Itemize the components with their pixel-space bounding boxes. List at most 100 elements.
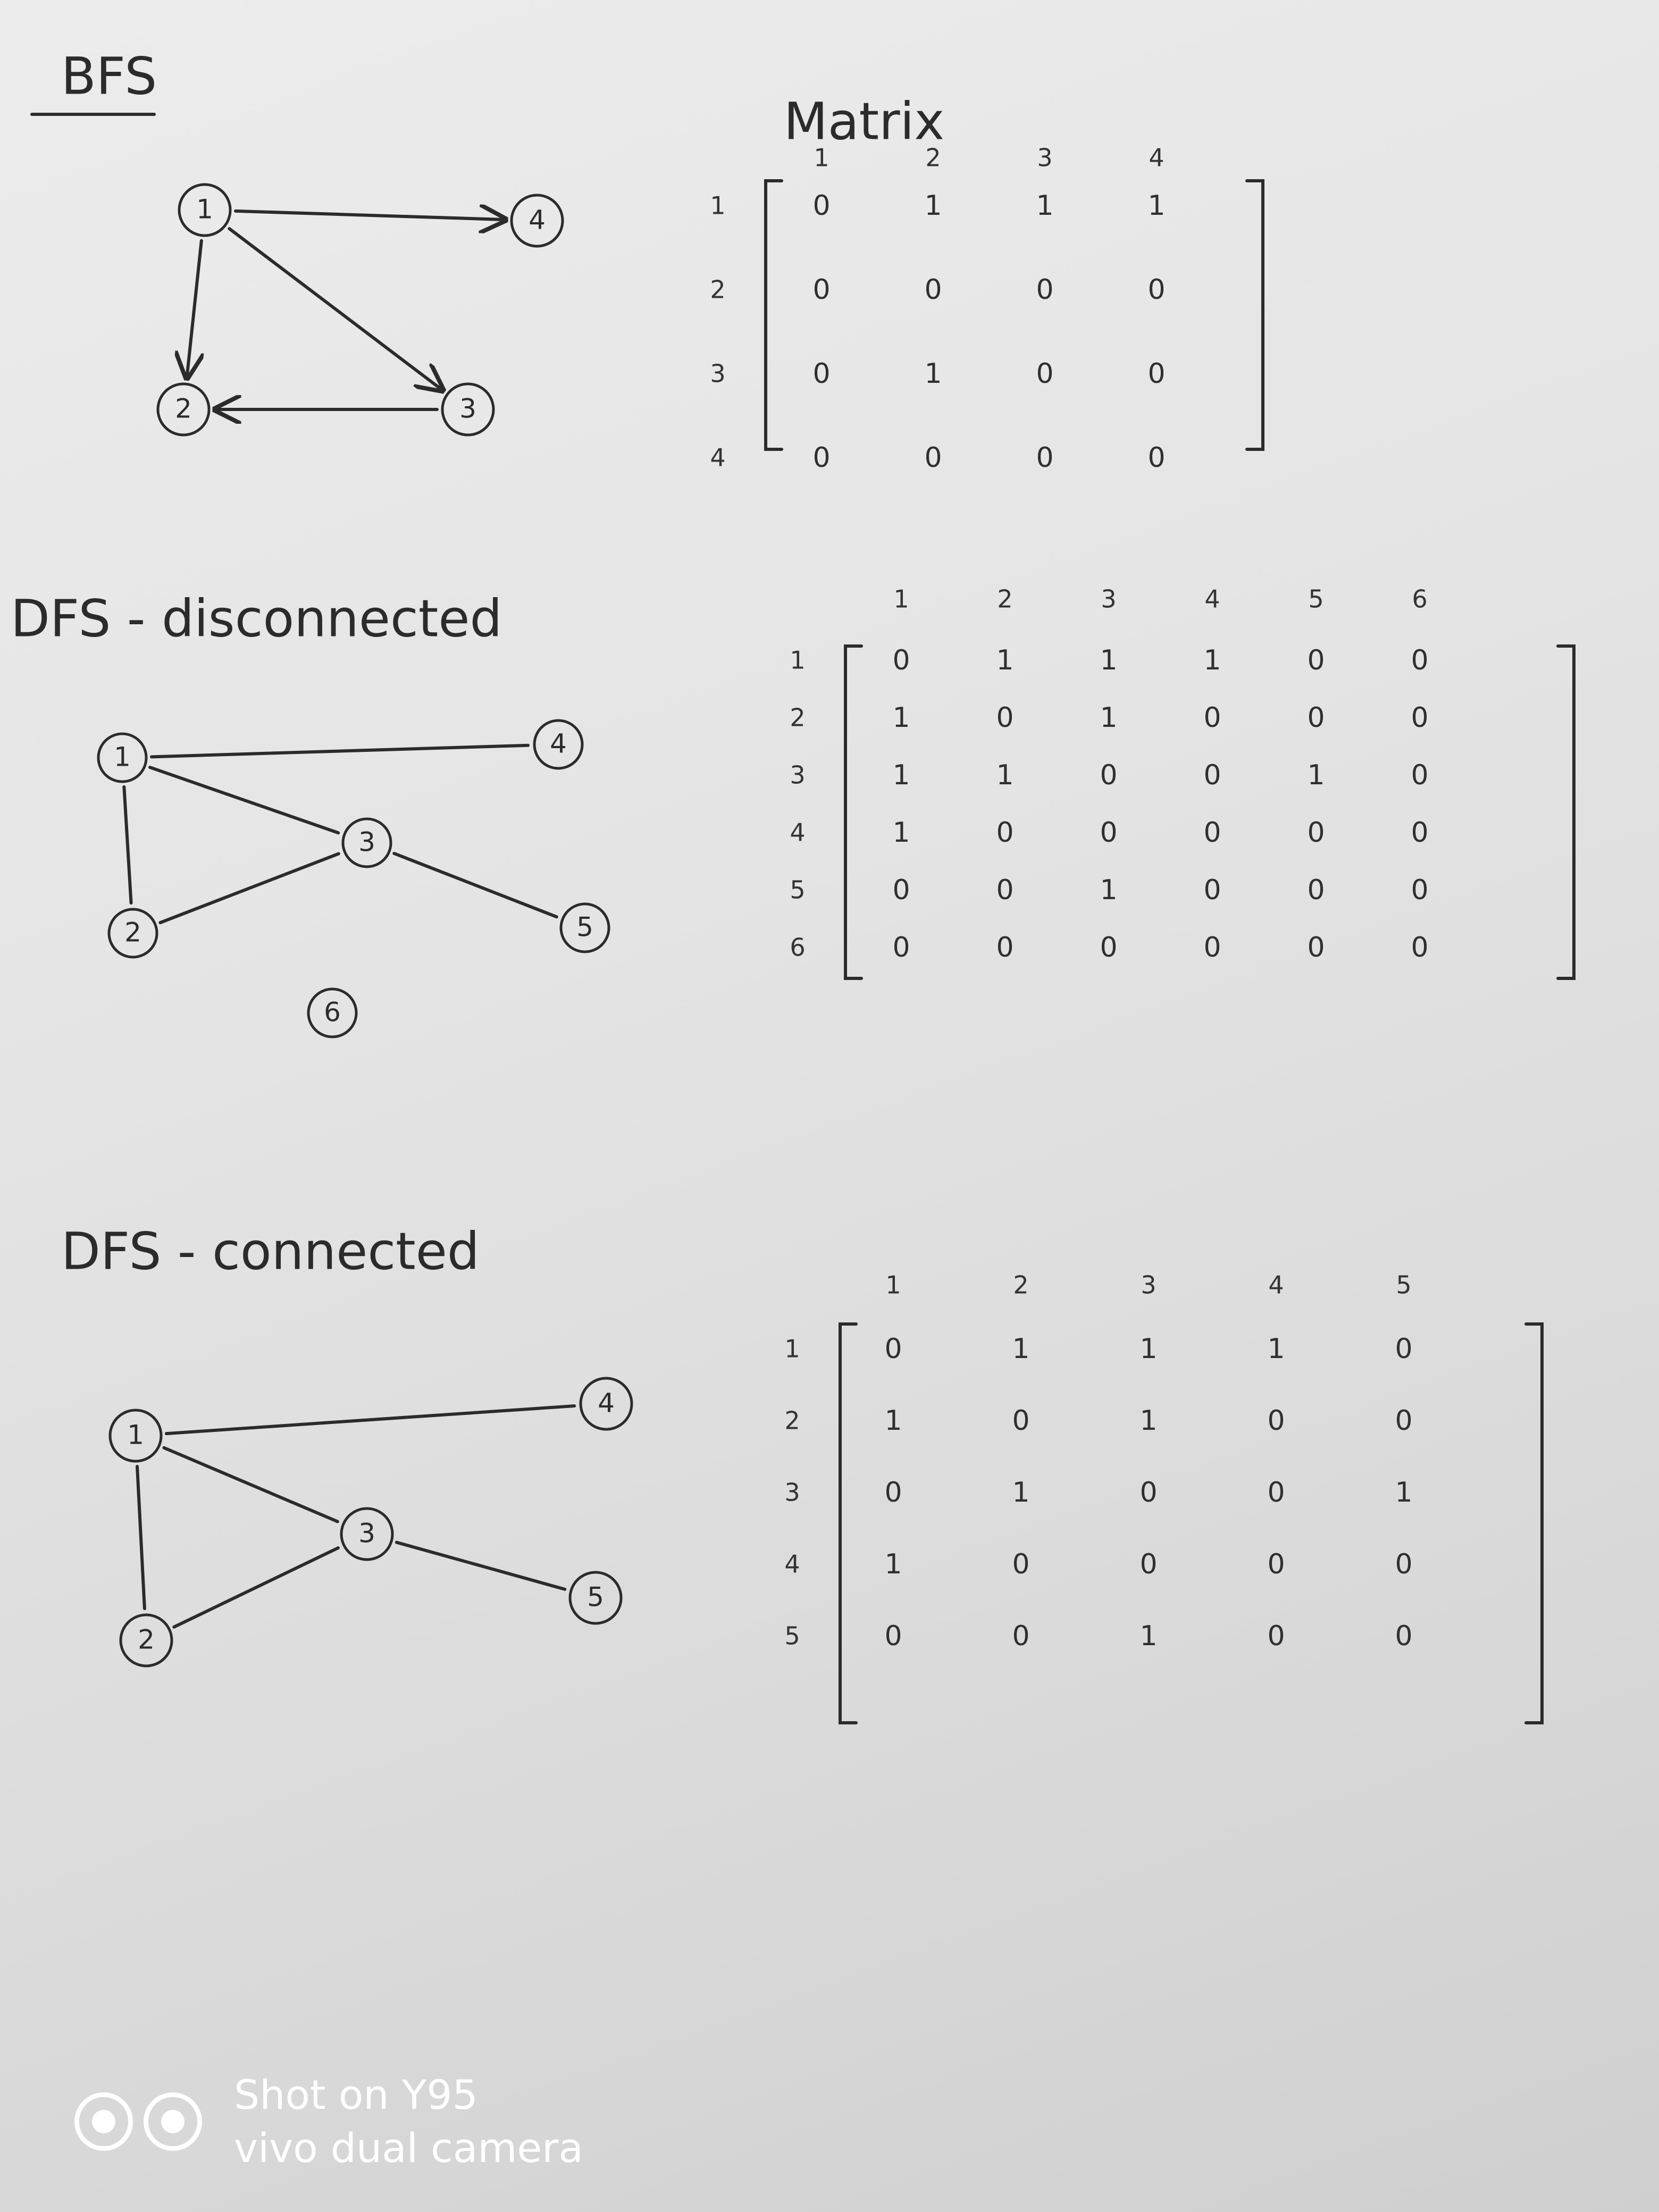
matrix-col-label: 4 (1204, 585, 1220, 614)
matrix-cell: 0 (996, 702, 1013, 734)
graph-node-label-2: 2 (124, 917, 141, 948)
matrix-cell: 0 (1139, 1548, 1157, 1580)
camera-lens-icon (144, 2092, 202, 2151)
matrix-cell: 1 (1267, 1333, 1285, 1365)
graph-node-1 (108, 1409, 163, 1463)
graph-node-2 (119, 1613, 173, 1668)
matrix-cell: 1 (1100, 702, 1117, 734)
watermark-model: Shot on Y95 (234, 2071, 478, 2118)
graph-node-label-2: 2 (138, 1624, 155, 1655)
matrix-cell: 0 (1036, 358, 1053, 390)
matrix-col-label: 1 (893, 585, 909, 614)
matrix-col-label: 3 (1141, 1271, 1156, 1300)
matrix-cell: 0 (1307, 644, 1325, 676)
matrix-row-label: 5 (784, 1622, 800, 1650)
matrix-cell: 0 (1139, 1477, 1157, 1509)
matrix-cell: 0 (1012, 1405, 1029, 1437)
graph-node-label-1: 1 (114, 742, 131, 773)
graph-edge-1-2 (136, 1464, 146, 1611)
matrix-cell: 0 (1203, 817, 1221, 849)
matrix-col-label: 4 (1149, 144, 1164, 172)
section-title: BFS (61, 46, 157, 106)
matrix-cell: 0 (924, 442, 942, 474)
matrix-right-bracket (1556, 644, 1576, 980)
matrix-row-label: 2 (784, 1406, 800, 1435)
matrix-cell: 0 (812, 190, 830, 222)
matrix-row-label: 3 (784, 1478, 800, 1507)
graph-node-label-3: 3 (358, 1518, 375, 1549)
graph-edge-1-2 (187, 239, 201, 378)
matrix-cell: 1 (1147, 190, 1165, 222)
matrix-cell: 1 (884, 1405, 902, 1437)
matrix-cell: 1 (892, 817, 910, 849)
graph-node-label-4: 4 (529, 205, 546, 236)
matrix-row-label: 3 (790, 761, 805, 790)
matrix-col-label: 2 (1013, 1271, 1028, 1300)
matrix-col-label: 1 (885, 1271, 901, 1300)
matrix-cell: 0 (812, 442, 830, 474)
graph-edge-2-3 (158, 852, 340, 925)
matrix-cell: 0 (996, 817, 1013, 849)
matrix-caption: Matrix (784, 91, 944, 151)
graph-node-4 (533, 719, 584, 770)
matrix-col-label: 2 (925, 144, 941, 172)
matrix-cell: 0 (1307, 932, 1325, 963)
graph-edge-1-4 (149, 743, 530, 759)
graph-edge-2-3 (172, 1546, 340, 1629)
graph-edge-1-3 (228, 227, 442, 390)
matrix-cell: 0 (1203, 874, 1221, 906)
matrix-row-label: 4 (790, 818, 805, 847)
matrix-cell: 0 (1411, 817, 1428, 849)
graph-node-5 (559, 902, 610, 953)
matrix-cell: 0 (1267, 1477, 1285, 1509)
matrix-cell: 0 (1147, 274, 1165, 306)
graph-edge-3-5 (392, 851, 558, 919)
matrix-row-label: 1 (790, 646, 805, 675)
camera-lens-icon (74, 2092, 133, 2151)
matrix-right-bracket (1245, 179, 1264, 451)
matrix-cell: 0 (1411, 759, 1428, 791)
matrix-row-label: 2 (710, 275, 725, 304)
matrix-row-label: 1 (784, 1335, 800, 1363)
matrix-cell: 1 (1100, 644, 1117, 676)
matrix-cell: 1 (924, 358, 942, 390)
graph-edge-1-4 (164, 1404, 576, 1436)
graph-node-3 (341, 817, 392, 868)
matrix-cell: 0 (1203, 702, 1221, 734)
matrix-cell: 0 (1411, 702, 1428, 734)
matrix-row-label: 1 (710, 191, 725, 220)
matrix-cell: 0 (1100, 817, 1117, 849)
matrix-cell: 0 (1036, 442, 1053, 474)
graph-node-label-1: 1 (127, 1420, 144, 1451)
matrix-col-label: 2 (997, 585, 1012, 614)
matrix-cell: 1 (1139, 1405, 1157, 1437)
matrix-cell: 0 (1267, 1548, 1285, 1580)
graph-node-3 (340, 1507, 394, 1561)
matrix-cell: 0 (1395, 1548, 1412, 1580)
matrix-cell: 0 (1411, 932, 1428, 963)
graph-node-label-5: 5 (576, 912, 593, 943)
matrix-col-label: 5 (1396, 1271, 1411, 1300)
section-title: DFS - connected (61, 1221, 480, 1281)
matrix-cell: 1 (1139, 1620, 1157, 1652)
matrix-cell: 1 (1036, 190, 1053, 222)
matrix-cell: 1 (996, 644, 1013, 676)
matrix-cell: 0 (884, 1477, 902, 1509)
graph-node-1 (178, 183, 232, 237)
matrix-cell: 1 (1307, 759, 1325, 791)
matrix-cell: 1 (924, 190, 942, 222)
matrix-cell: 1 (1100, 874, 1117, 906)
graph-node-3 (441, 382, 495, 437)
matrix-cell: 0 (1012, 1620, 1029, 1652)
matrix-cell: 1 (1203, 644, 1221, 676)
camera-watermark: Shot on Y95 vivo dual camera (74, 2071, 659, 2177)
matrix-row-label: 4 (784, 1550, 800, 1579)
graph-node-2 (107, 908, 158, 959)
matrix-cell: 0 (1147, 442, 1165, 474)
matrix-cell: 0 (996, 874, 1013, 906)
matrix-left-bracket (764, 179, 783, 451)
matrix-cell: 0 (1036, 274, 1053, 306)
matrix-right-bracket (1524, 1322, 1544, 1724)
matrix-cell: 0 (1012, 1548, 1029, 1580)
